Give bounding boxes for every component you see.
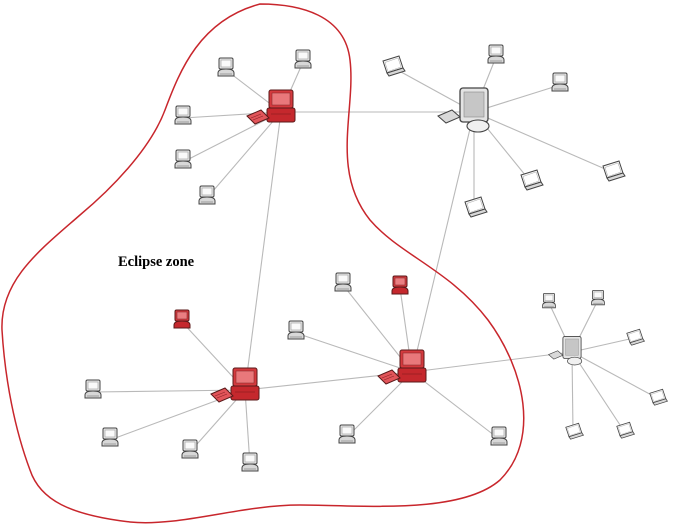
computer-node xyxy=(338,424,356,444)
computer-node xyxy=(591,289,605,306)
hub-right-monitor xyxy=(548,335,583,366)
eclipsed-computer-node xyxy=(173,309,191,329)
laptop-node xyxy=(464,196,488,218)
computer-node xyxy=(490,426,508,446)
computer-node xyxy=(84,379,102,399)
hub-bottom-left-computer xyxy=(210,367,260,403)
eclipse-zone-outline xyxy=(1,3,525,524)
computer-node xyxy=(198,185,216,205)
eclipse-zone-label: Eclipse zone xyxy=(118,254,195,270)
computer-node xyxy=(294,49,312,69)
computer-node xyxy=(241,452,259,472)
computer-node xyxy=(174,149,192,169)
computer-node xyxy=(287,320,305,340)
hub-top-right-monitor xyxy=(437,87,490,133)
computer-node xyxy=(101,427,119,447)
hub-top-left-computer xyxy=(246,89,296,125)
laptop-node xyxy=(602,160,626,182)
computer-node xyxy=(174,105,192,125)
laptop-node xyxy=(565,422,584,440)
computer-node xyxy=(487,44,505,64)
hub-center-computer xyxy=(377,349,427,385)
computer-node xyxy=(334,272,352,292)
computer-node xyxy=(181,439,199,459)
laptop-node xyxy=(382,55,406,77)
eclipsed-computer-node xyxy=(391,275,409,295)
laptop-node xyxy=(626,328,645,346)
computer-node xyxy=(217,57,235,77)
computer-node xyxy=(542,292,556,309)
laptop-node xyxy=(649,388,668,406)
computer-node xyxy=(551,72,569,92)
laptop-node xyxy=(520,169,544,191)
